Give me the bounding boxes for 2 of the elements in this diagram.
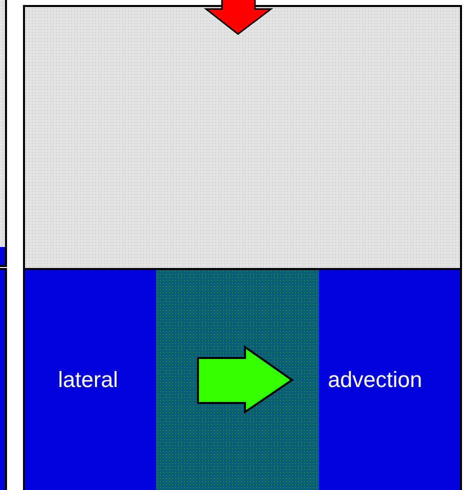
layer-label: lateral: [58, 367, 118, 393]
layer-label: advection: [328, 367, 422, 393]
